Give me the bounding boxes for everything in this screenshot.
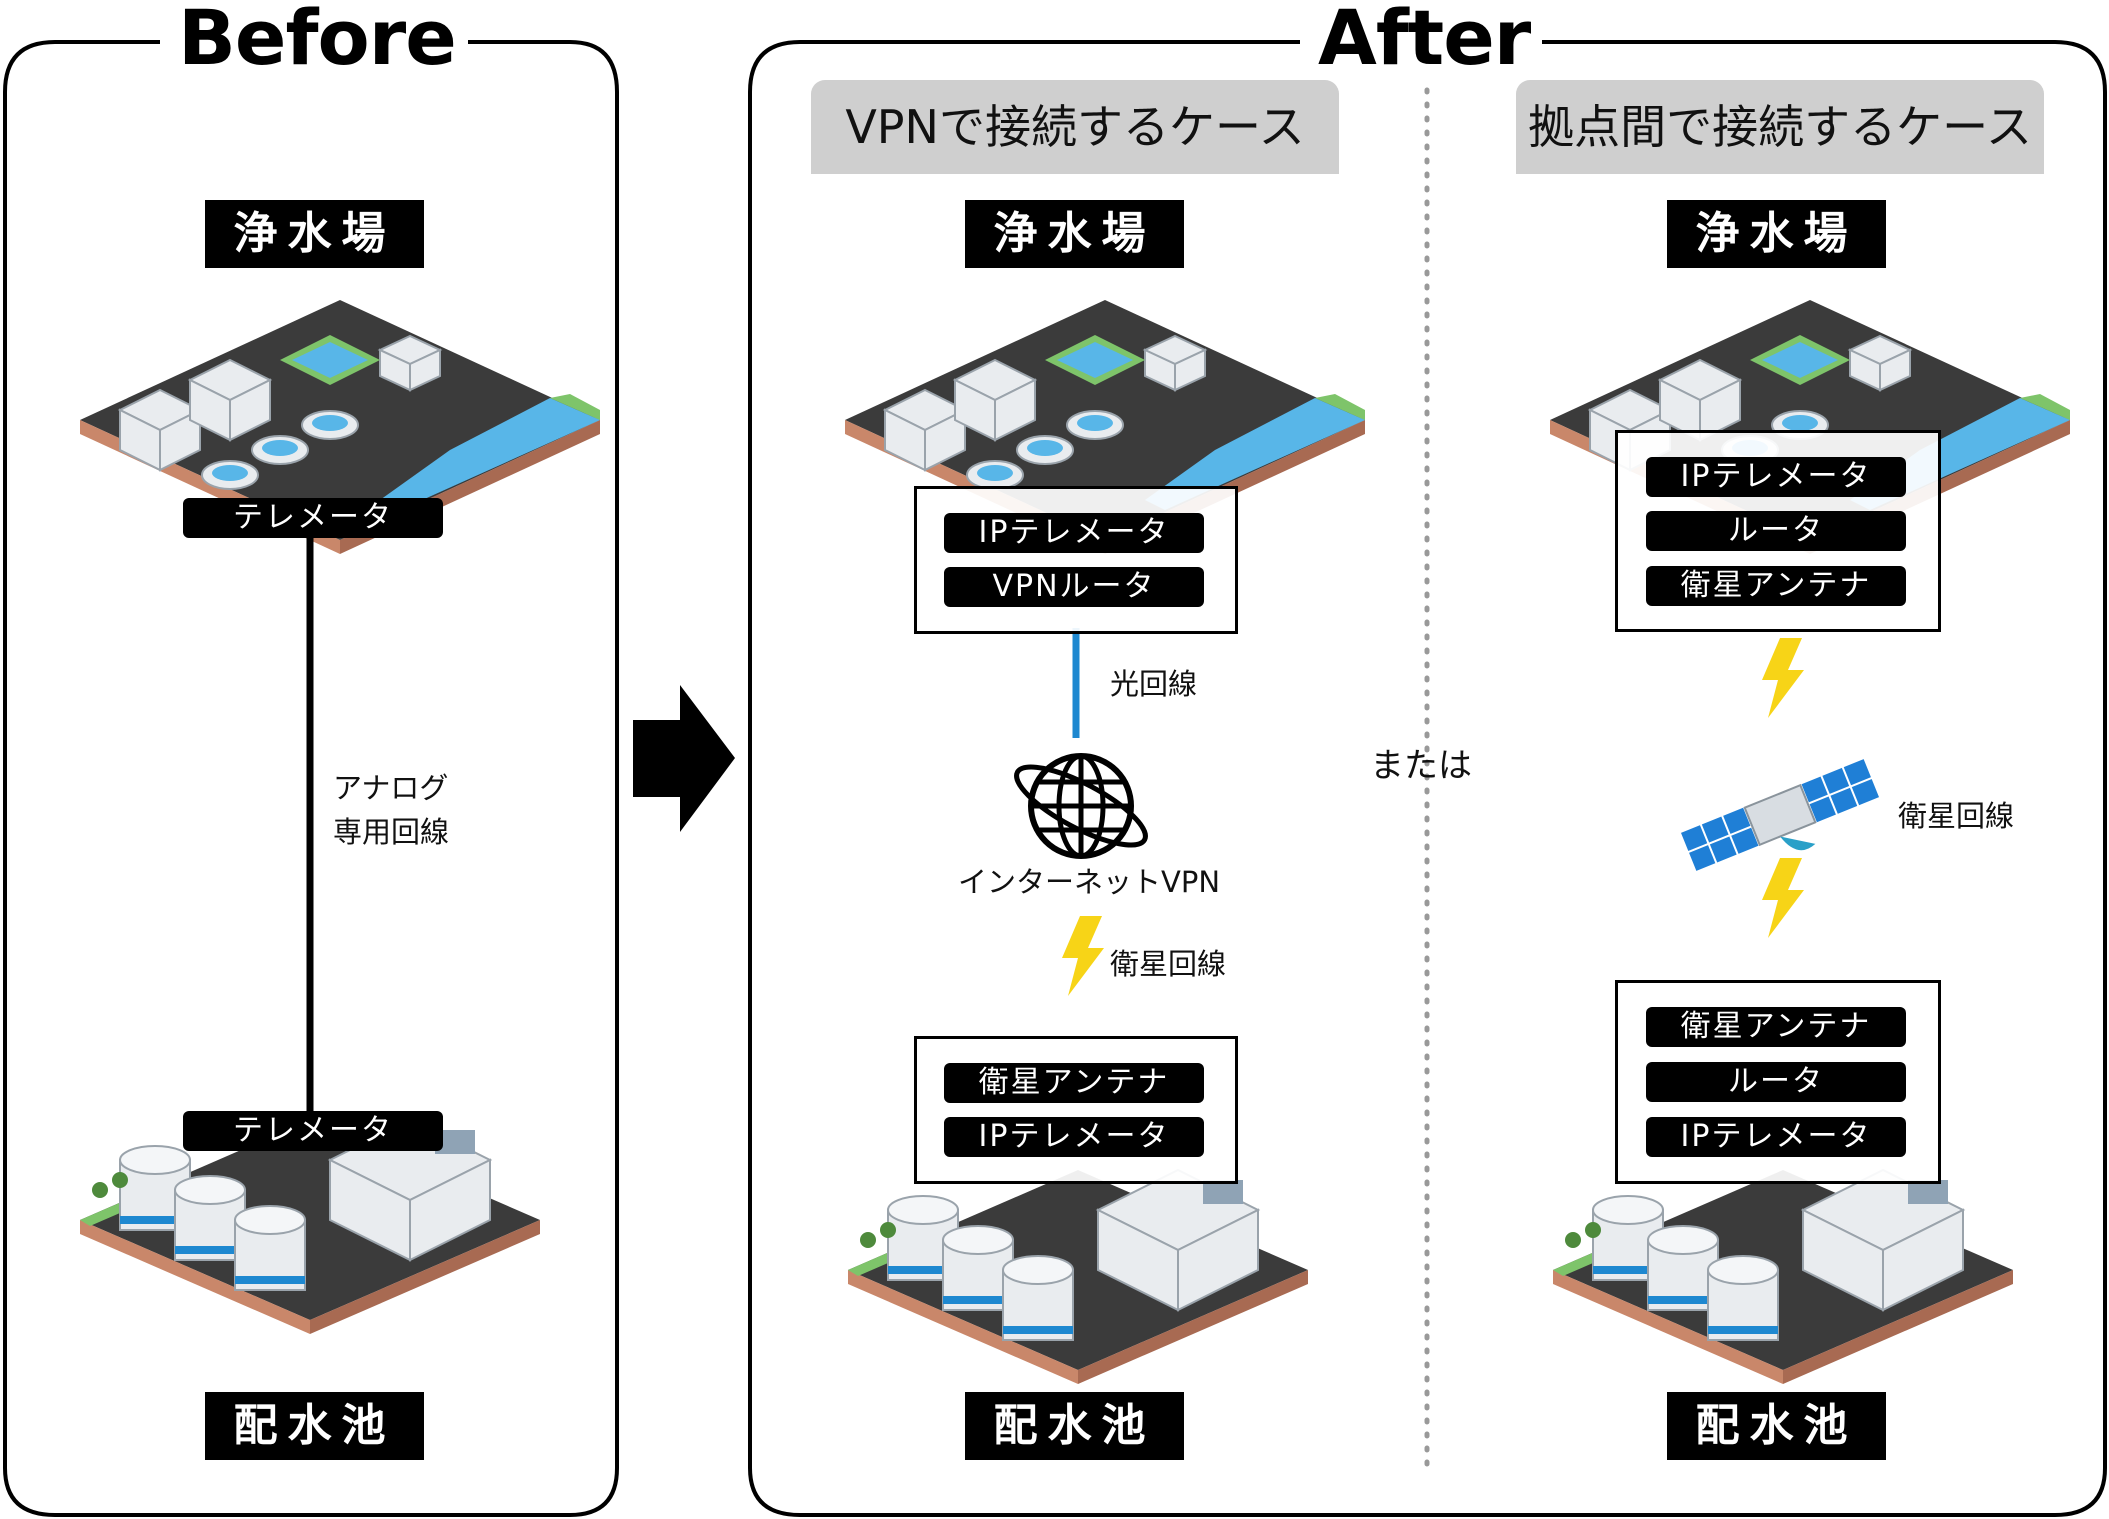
- base-case-header: 拠点間で接続するケース: [1516, 80, 2044, 174]
- analog-line-label-2: 専用回線: [333, 815, 450, 849]
- base-bottom-router: ルータ: [1646, 1062, 1906, 1102]
- base-top-router: ルータ: [1646, 511, 1906, 551]
- lightning-icon-bottom: [1762, 858, 1804, 938]
- lightning-icon-top: [1762, 638, 1804, 718]
- fiber-line-label: 光回線: [1110, 667, 1198, 701]
- base-facility-water-plant: 浄水場: [1667, 200, 1886, 268]
- base-bottom-ip-telemeter: IPテレメータ: [1646, 1117, 1906, 1157]
- base-bottom-device-box: 衛星アンテナ ルータ IPテレメータ: [1615, 980, 1941, 1184]
- before-frame: [2, 40, 619, 1517]
- analog-line-label-1: アナログ: [333, 771, 449, 805]
- vpn-case-header: VPNで接続するケース: [811, 80, 1339, 174]
- base-bottom-satellite-antenna: 衛星アンテナ: [1646, 1007, 1906, 1047]
- reservoir-illustration-base: [1552, 1169, 2014, 1385]
- base-top-device-box: IPテレメータ ルータ 衛星アンテナ: [1615, 430, 1941, 632]
- before-title: Before: [166, 0, 468, 76]
- before-facility-water-plant: 浄水場: [205, 200, 424, 268]
- reservoir-illustration: [79, 1119, 541, 1335]
- base-facility-reservoir: 配水池: [1667, 1392, 1886, 1460]
- or-label: または: [1370, 746, 1472, 786]
- vpn-bottom-ip-telemeter: IPテレメータ: [944, 1117, 1204, 1157]
- globe-icon: [1014, 753, 1148, 859]
- vpn-facility-water-plant: 浄水場: [965, 200, 1184, 268]
- vpn-top-vpn-router: VPNルータ: [944, 567, 1204, 607]
- before-telemeter-bottom: テレメータ: [183, 1111, 443, 1151]
- base-satellite-line-label: 衛星回線: [1898, 799, 2015, 833]
- internet-vpn-label: インターネットVPN: [958, 865, 1221, 899]
- vpn-facility-reservoir: 配水池: [965, 1392, 1184, 1460]
- satellite-icon: [1677, 755, 1883, 875]
- after-frame: [748, 40, 2107, 1517]
- base-top-satellite-antenna: 衛星アンテナ: [1646, 566, 1906, 606]
- base-top-ip-telemeter: IPテレメータ: [1646, 457, 1906, 497]
- reservoir-illustration-vpn: [847, 1169, 1309, 1385]
- before-facility-reservoir: 配水池: [205, 1392, 424, 1460]
- after-title: After: [1306, 0, 1543, 76]
- vpn-satellite-line-label: 衛星回線: [1110, 947, 1227, 981]
- vpn-bottom-satellite-antenna: 衛星アンテナ: [944, 1063, 1204, 1103]
- vpn-top-ip-telemeter: IPテレメータ: [944, 513, 1204, 553]
- vpn-bottom-device-box: 衛星アンテナ IPテレメータ: [914, 1036, 1238, 1184]
- before-telemeter-top: テレメータ: [183, 498, 443, 538]
- right-arrow-icon: [633, 685, 735, 832]
- lightning-icon-vpn: [1062, 916, 1104, 996]
- vpn-top-device-box: IPテレメータ VPNルータ: [914, 486, 1238, 634]
